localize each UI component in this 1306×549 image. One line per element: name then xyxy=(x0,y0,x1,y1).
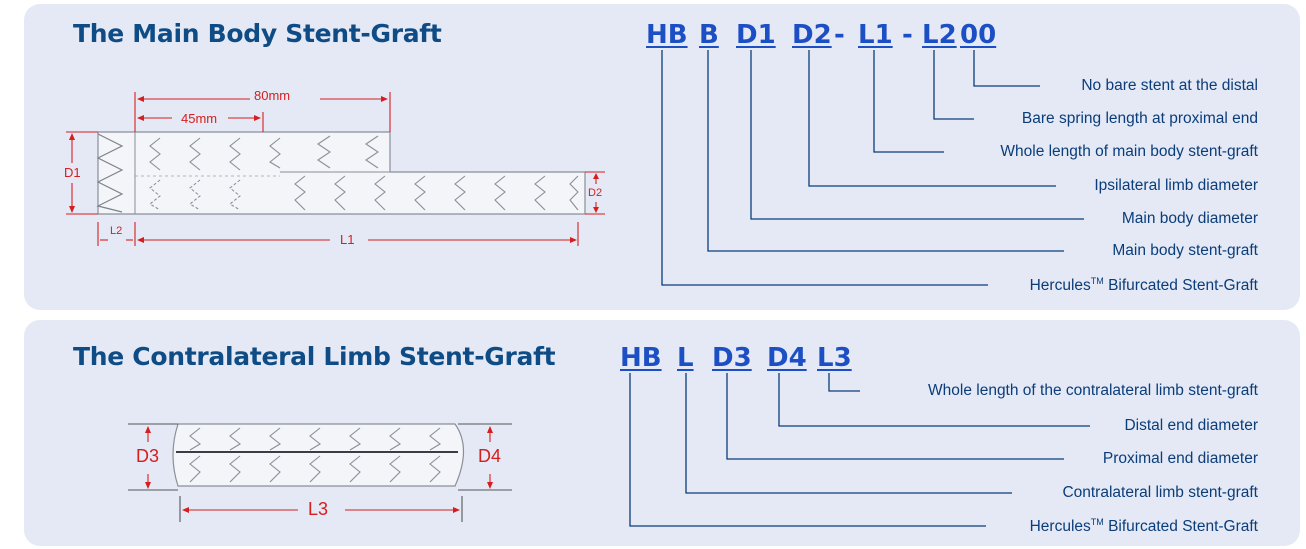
code-part-hb-2: HB xyxy=(620,343,662,373)
contra-limb-title: The Contralateral Limb Stent-Graft xyxy=(73,342,556,371)
code-part-d1: D1 xyxy=(736,20,776,50)
contra-limb-stent-drawing xyxy=(172,423,464,487)
dim-label-80mm: 80mm xyxy=(254,88,291,103)
desc-proximal-end-diameter: Proximal end diameter xyxy=(1102,450,1258,467)
dim-label-d2: D2 xyxy=(588,187,603,199)
desc-hercules-bifurcated: HerculesTM Bifurcated Stent-Graft xyxy=(1029,276,1258,295)
desc-main-body-diameter: Main body diameter xyxy=(1121,210,1258,227)
main-body-title: The Main Body Stent-Graft xyxy=(73,19,442,48)
dim-label-d1: D1 xyxy=(64,165,81,180)
code-part-b: B xyxy=(699,20,719,50)
code-part-l1: L1 xyxy=(858,20,893,50)
dim-label-l1: L1 xyxy=(340,232,355,247)
desc-ipsilateral-diameter: Ipsilateral limb diameter xyxy=(1094,177,1258,194)
main-body-stent-drawing xyxy=(96,131,586,215)
code-part-00: 00 xyxy=(960,20,997,50)
main-body-dimension-lines xyxy=(66,92,605,246)
main-body-connectors xyxy=(661,50,1084,286)
dim-label-l2: L2 xyxy=(110,225,123,237)
desc-main-body-stent-graft: Main body stent-graft xyxy=(1112,242,1258,259)
dim-label-d3: D3 xyxy=(136,446,160,466)
code-part-l3: L3 xyxy=(817,343,852,373)
desc-bare-spring-length: Bare spring length at proximal end xyxy=(1021,110,1258,127)
contra-limb-connectors xyxy=(629,373,1090,527)
dim-label-d4: D4 xyxy=(478,446,502,466)
desc-no-bare-stent: No bare stent at the distal xyxy=(1081,77,1258,94)
desc-distal-end-diameter: Distal end diameter xyxy=(1124,417,1258,434)
code-sep-2: - xyxy=(902,20,913,50)
desc-hercules-bifurcated-2: HerculesTM Bifurcated Stent-Graft xyxy=(1029,517,1258,536)
code-part-d3: D3 xyxy=(712,343,752,373)
code-sep-1: - xyxy=(834,20,845,50)
dim-label-45mm: 45mm xyxy=(181,111,218,126)
code-part-d2: D2 xyxy=(792,20,832,50)
code-part-l2: L2 xyxy=(922,20,957,50)
code-part-d4: D4 xyxy=(767,343,807,373)
desc-whole-length-contra: Whole length of the contralateral limb s… xyxy=(928,382,1258,399)
contra-limb-dimension-lines xyxy=(128,423,512,522)
dim-label-l3: L3 xyxy=(308,499,329,519)
desc-contra-limb-stent-graft: Contralateral limb stent-graft xyxy=(1062,484,1258,501)
desc-whole-length-main: Whole length of main body stent-graft xyxy=(1000,143,1258,160)
code-part-l: L xyxy=(677,343,694,373)
code-part-hb: HB xyxy=(646,20,688,50)
